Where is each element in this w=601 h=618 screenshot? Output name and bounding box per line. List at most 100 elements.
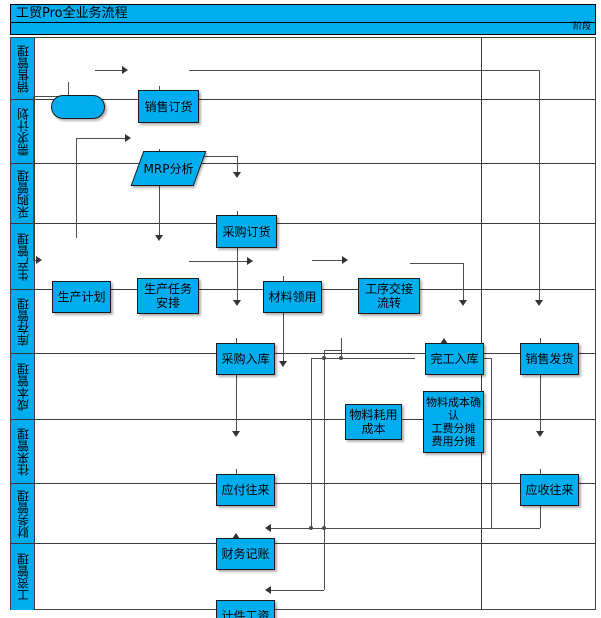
connector-purchase-order-to-purchase-in — [236, 211, 238, 300]
node-label: 生产任务安排 — [143, 282, 192, 310]
arrow-material-issue-to-material-cost — [278, 361, 287, 367]
node-label: 物料成本确认工费分摊费用分摊 — [426, 396, 481, 448]
connector-sales-delivery-to-ar — [539, 338, 541, 431]
connector-material-issue-to-process — [312, 260, 342, 261]
junction-dot — [339, 356, 343, 360]
lane-label-text: 工资管理 — [16, 553, 30, 601]
page-title: 工贸Pro全业务流程 — [16, 6, 128, 21]
stage-label: 阶段 — [572, 22, 591, 32]
arrow-prod-task-to-material-issue — [247, 257, 253, 265]
node-process_transfer[interactable]: 工序交接流转 — [358, 278, 420, 314]
lane-label-production: 生产管理 — [11, 224, 35, 289]
node-label: 完工入库 — [430, 352, 479, 366]
lane-label-cost: 成本管理 — [11, 354, 35, 419]
connector-process-to-finish-in-vert — [463, 263, 464, 300]
node-fin_entry[interactable]: 财务记账 — [216, 538, 275, 570]
junction-dot — [322, 356, 326, 360]
connector-finish-in-right-vert — [491, 358, 492, 528]
node-purchase_order[interactable]: 采购订货 — [216, 215, 277, 248]
connector-to-sales-delivery-vert — [539, 69, 540, 300]
connector-left-bus-vert-b — [324, 350, 325, 590]
node-label: 计件工资 — [221, 609, 270, 618]
node-ar[interactable]: 应收往来 — [520, 474, 579, 506]
lane-sales: 销售管理 — [11, 38, 595, 100]
arrow-start-to-sales-order — [122, 66, 128, 74]
lane-label-text: 库存管理 — [16, 297, 30, 346]
lane-finance: 财务管理 — [11, 484, 595, 544]
connector-to-prod-plan — [33, 260, 36, 261]
connector-mrp-to-prod-task — [158, 156, 160, 235]
lane-label-text: 财务管理 — [16, 489, 30, 538]
connector-left-feed-vert — [76, 137, 77, 238]
node-purchase_in[interactable]: 采购入库 — [216, 343, 275, 375]
connector-finish-in-left-bus — [311, 358, 415, 359]
node-material_cost[interactable]: 物料耗用成本 — [345, 404, 402, 440]
node-label: 应付往来 — [221, 483, 270, 497]
connector-start-left — [33, 96, 68, 97]
arrow-material-issue-to-process — [342, 256, 348, 264]
arrow-to-prod-plan — [36, 256, 42, 264]
arrow-to-sales-delivery — [535, 300, 543, 306]
arrow-purchase-order-to-purchase-in — [232, 300, 241, 306]
node-mrp[interactable]: MRP分析 — [130, 151, 207, 186]
node-label: 应收往来 — [525, 483, 574, 497]
lane-label-text: 往来管理 — [16, 427, 30, 476]
lane-label-inventory: 库存管理 — [11, 290, 35, 353]
connector-prod-task-to-material-issue — [189, 261, 247, 262]
lane-demand: 需求计划 — [11, 100, 595, 164]
node-finish_in[interactable]: 完工入库 — [425, 343, 484, 375]
arrow-process-to-finish-in — [459, 300, 467, 306]
node-prod_plan[interactable]: 生产计划 — [52, 281, 111, 313]
lane-label-finance: 财务管理 — [11, 484, 35, 543]
node-label: 材料领用 — [268, 290, 317, 304]
node-label: 销售订货 — [144, 99, 193, 114]
junction-dot — [309, 526, 313, 530]
node-piece_wage[interactable]: 计件工资 — [216, 600, 275, 618]
stage-bar: 阶段 — [10, 22, 596, 35]
node-material_issue[interactable]: 材料领用 — [263, 281, 322, 313]
node-label: 工序交接流转 — [364, 282, 413, 310]
arrow-sales-delivery-to-ar — [535, 431, 544, 437]
node-label: 采购订货 — [222, 224, 271, 239]
node-sales_order[interactable]: 销售订货 — [138, 90, 199, 123]
arrow-purchase-in-to-ap — [231, 431, 240, 437]
connector-sales-order-right — [189, 69, 539, 71]
lane-label-text: 采购管理 — [16, 169, 30, 218]
node-label: 销售发货 — [525, 352, 574, 366]
connector-left-bus-vert-a — [311, 358, 312, 528]
lane-label-ar_ap: 往来管理 — [11, 420, 35, 483]
swimlane-pool: 销售管理需求计划采购管理生产管理库存管理成本管理往来管理财务管理工资管理 销售订… — [10, 37, 596, 618]
arrow-piece-wage-to-finance — [231, 533, 240, 539]
arrow-mrp-to-purchase-order — [232, 172, 241, 178]
node-label: 物料耗用成本 — [349, 408, 398, 436]
node-label: 生产计划 — [57, 290, 106, 304]
lane-label-text: 生产管理 — [16, 232, 30, 281]
arrow-ar-to-finance — [265, 524, 271, 532]
phase-separator-0 — [481, 38, 482, 610]
node-sales_delivery[interactable]: 销售发货 — [520, 343, 579, 375]
lane-payroll: 工资管理 — [11, 544, 595, 610]
connector-left-feed-into-mrp — [76, 137, 125, 139]
lane-cost: 成本管理 — [11, 354, 595, 420]
lane-label-purchase: 采购管理 — [11, 164, 35, 223]
lane-label-text: 销售管理 — [16, 44, 30, 93]
connector-ar-to-finance-horiz — [271, 528, 540, 529]
connector-start-to-prod-plan-vert — [33, 96, 34, 260]
node-cost_confirm[interactable]: 物料成本确认工费分摊费用分摊 — [423, 391, 484, 453]
junction-dot — [322, 526, 326, 530]
connector-left-bus-vert-c — [341, 338, 342, 358]
lane-inventory: 库存管理 — [11, 290, 595, 354]
node-prod_task[interactable]: 生产任务安排 — [137, 278, 199, 314]
node-start[interactable] — [51, 95, 105, 119]
connector-start-to-sales-order — [95, 70, 122, 71]
arrow-bus-to-piece-wage — [265, 586, 271, 594]
connector-start-down — [68, 82, 69, 96]
lane-label-demand: 需求计划 — [11, 100, 35, 163]
node-label: 采购入库 — [221, 352, 270, 366]
connector-left-bus-top — [324, 350, 341, 351]
arrow-mrp-to-prod-task — [154, 235, 163, 241]
node-label: 财务记账 — [221, 547, 270, 561]
node-ap[interactable]: 应付往来 — [216, 474, 275, 506]
arrow-left-feed-into-mrp — [125, 133, 131, 142]
diagram-title-bar: 工贸Pro全业务流程 — [10, 4, 596, 23]
